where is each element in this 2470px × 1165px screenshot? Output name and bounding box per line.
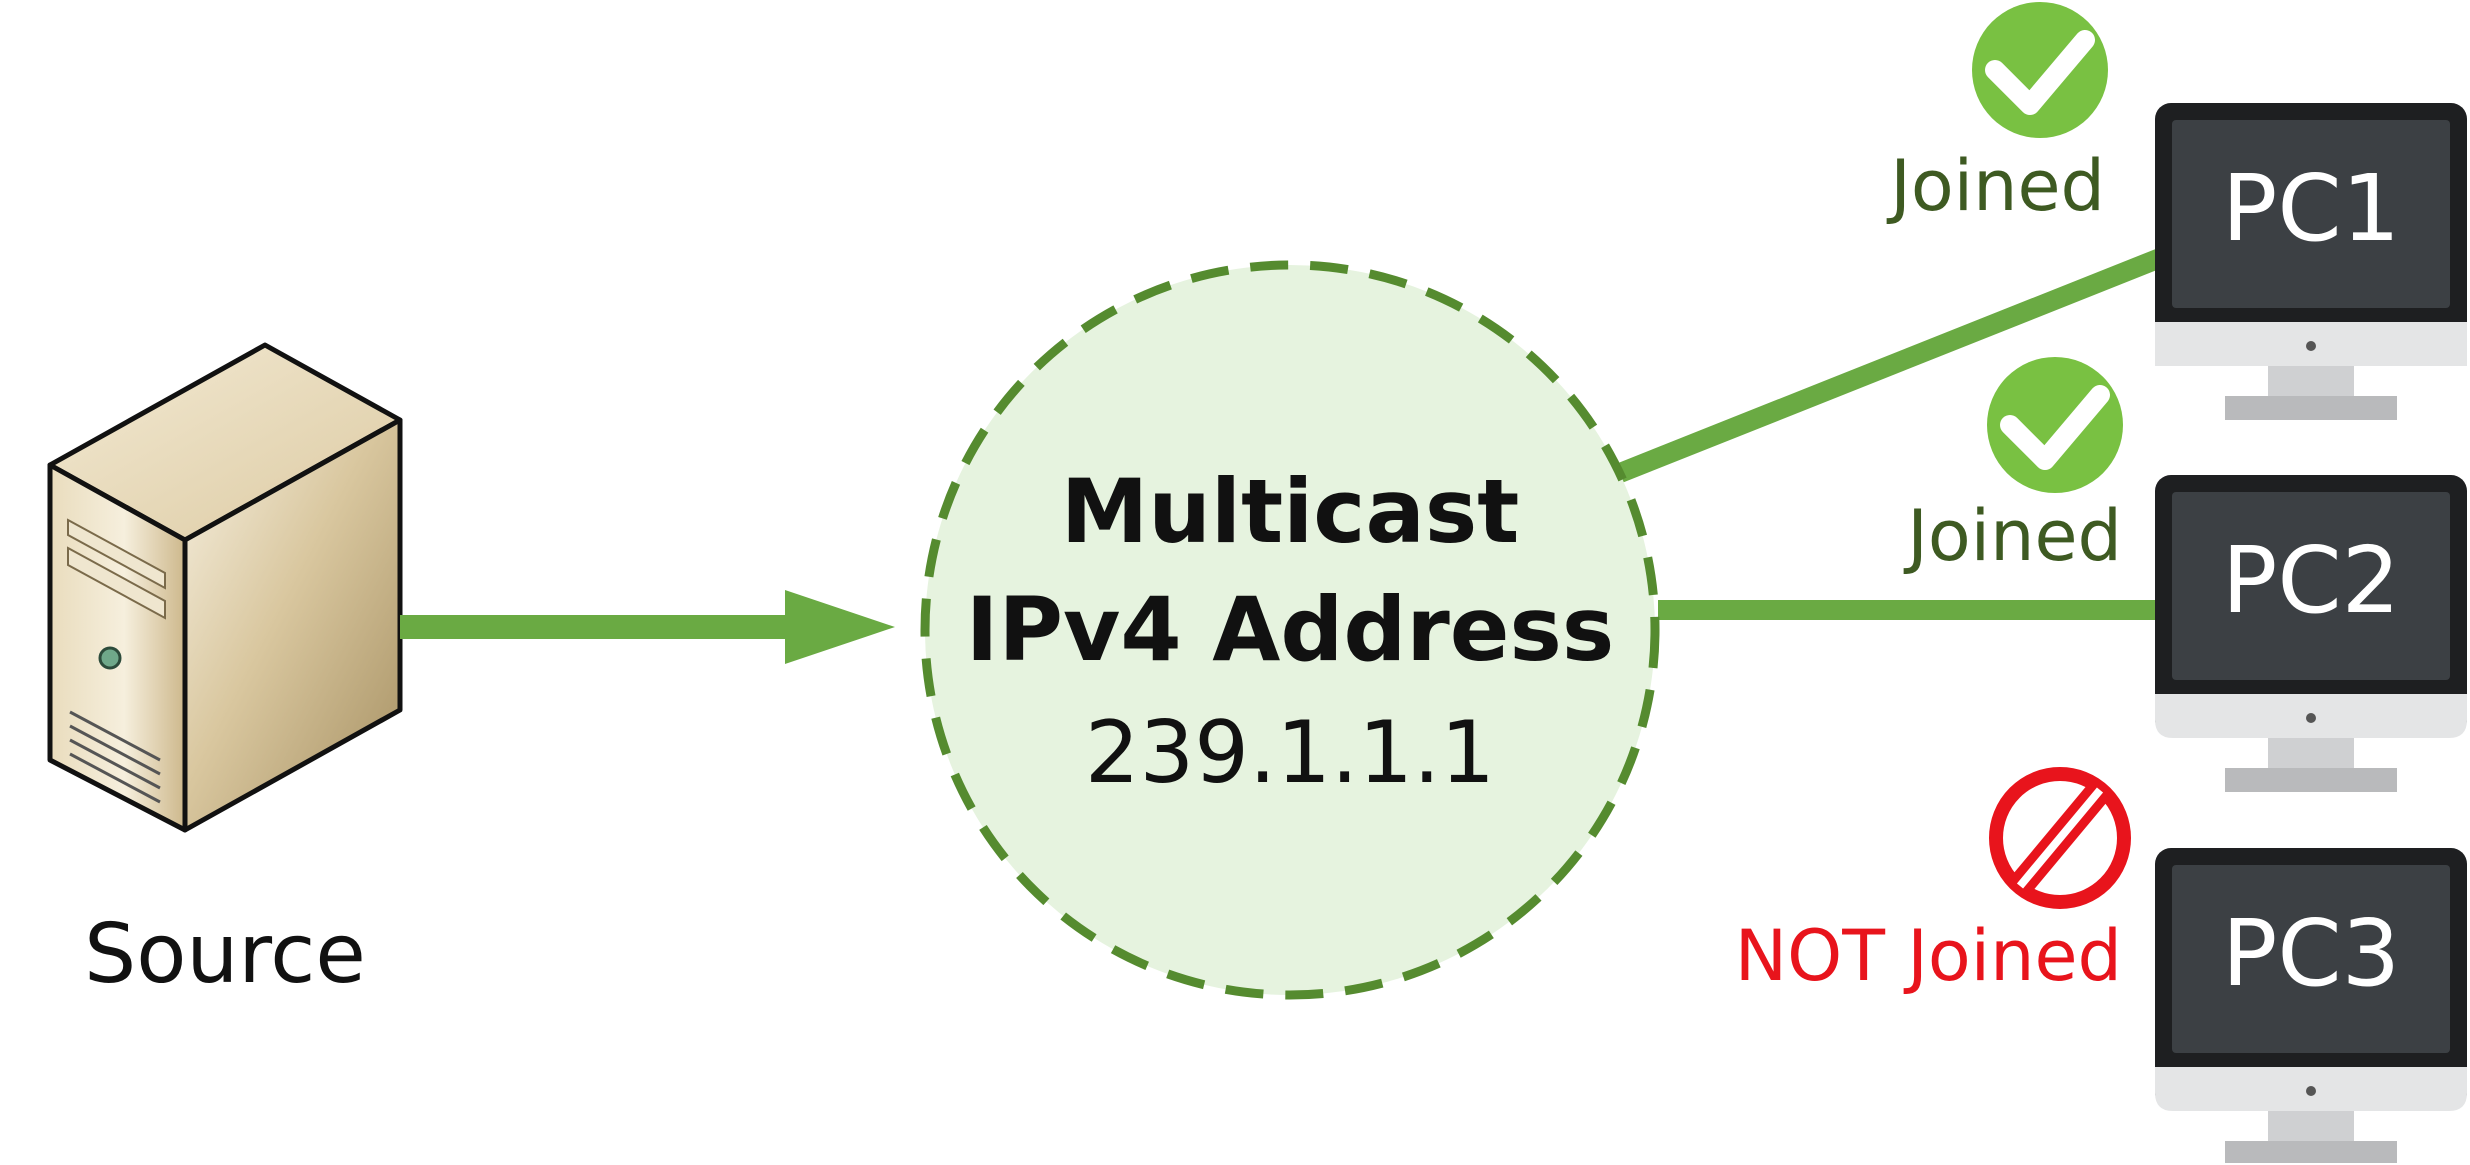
group-title-line2: IPv4 Address (966, 578, 1614, 681)
pc2-monitor-icon (2155, 475, 2467, 792)
pc1-monitor-icon (2155, 103, 2467, 420)
pc3-prohibited-icon (1989, 767, 2131, 909)
pc3-label: PC3 (2222, 900, 2400, 1007)
source-to-group-arrow (400, 590, 895, 664)
pc2-status: Joined (1903, 495, 2122, 577)
multicast-group-node: Multicast IPv4 Address 239.1.1.1 (920, 260, 1660, 1000)
pc1-label: PC1 (2222, 155, 2400, 262)
pc2-label: PC2 (2222, 527, 2400, 634)
group-address: 239.1.1.1 (1085, 703, 1495, 803)
pc3-monitor-icon (2155, 848, 2467, 1163)
group-title-line1: Multicast (1061, 460, 1520, 563)
source-server-icon (47, 342, 403, 833)
link-pc1 (1616, 248, 2164, 483)
pc2-check-icon (1987, 357, 2123, 493)
source-label: Source (84, 907, 366, 1002)
pc1-status: Joined (1886, 145, 2105, 227)
pc1-check-icon (1972, 2, 2108, 138)
pc3-status: NOT Joined (1735, 915, 2122, 997)
